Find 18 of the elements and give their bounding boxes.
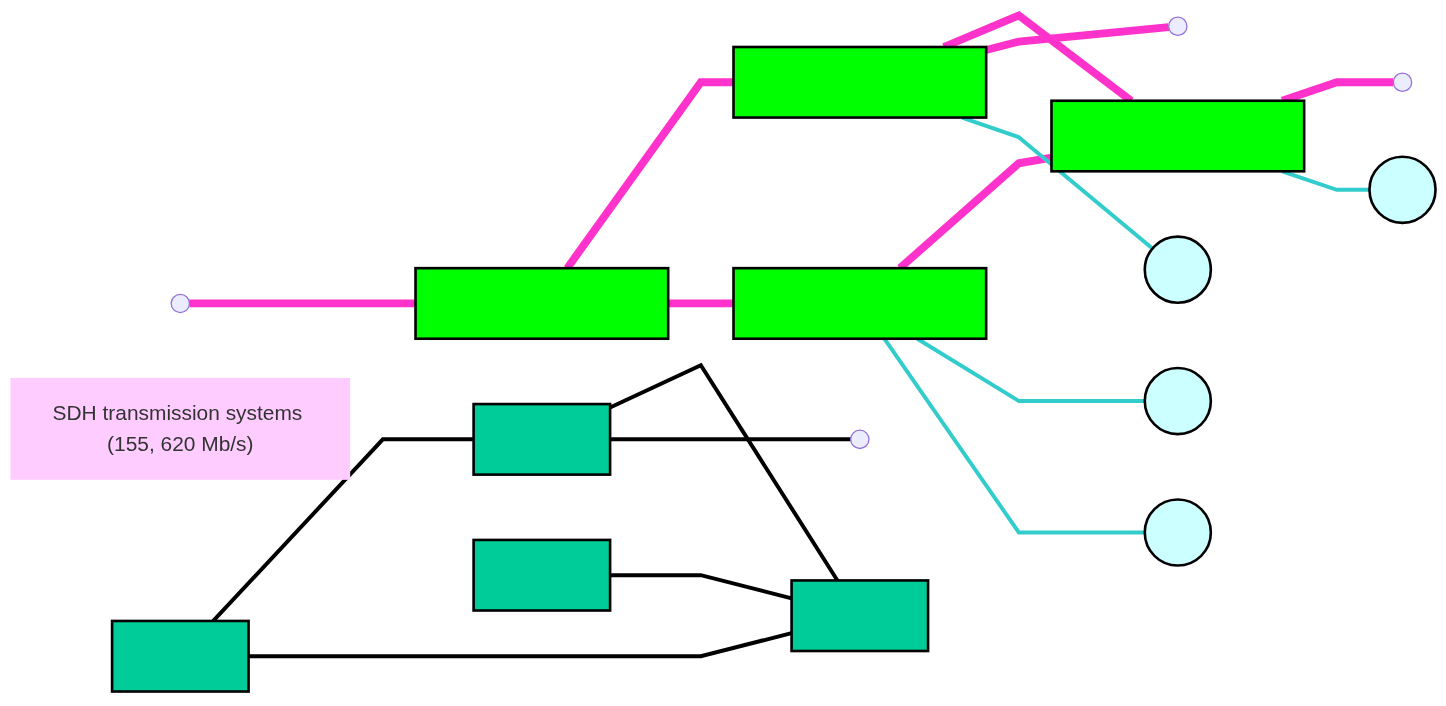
node-box bbox=[1050, 98, 1306, 173]
node-circle bbox=[1368, 154, 1437, 224]
node-box bbox=[732, 266, 988, 340]
connector bbox=[668, 299, 734, 307]
node-box bbox=[10, 377, 351, 480]
connector bbox=[985, 22, 1170, 54]
node-box bbox=[110, 619, 250, 693]
node-box bbox=[414, 266, 670, 340]
connector bbox=[610, 436, 851, 441]
node-box bbox=[472, 402, 612, 476]
node-circle bbox=[1143, 234, 1213, 304]
node-box bbox=[790, 578, 930, 652]
node-box bbox=[732, 45, 988, 119]
connector bbox=[564, 77, 734, 270]
node-box bbox=[472, 538, 612, 612]
node-circle bbox=[1143, 366, 1213, 435]
node-circle bbox=[1143, 497, 1213, 567]
connector bbox=[189, 299, 416, 307]
